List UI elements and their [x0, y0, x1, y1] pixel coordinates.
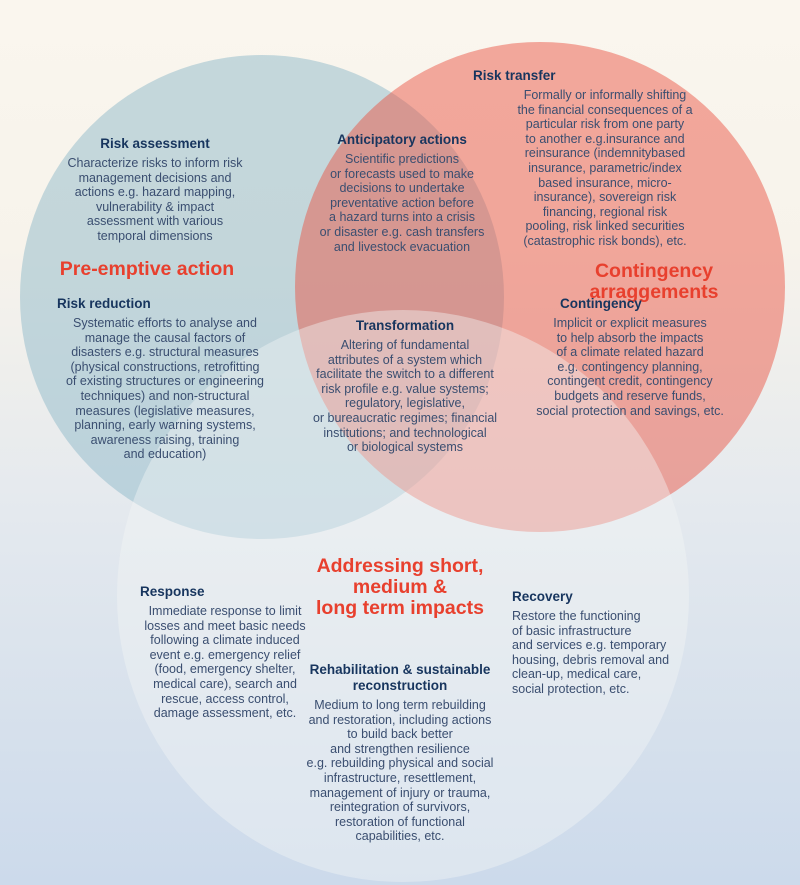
risk-reduction-heading: Risk reduction: [57, 296, 151, 311]
risk-transfer-body: Formally or informally shifting the fina…: [517, 88, 693, 248]
rehabilitation-body: Medium to long term rebuilding and resto…: [306, 698, 494, 844]
risk-reduction-body: Systematic efforts to analyse and manage…: [65, 316, 265, 462]
response-body: Immediate response to limit losses and m…: [144, 604, 306, 721]
contingency-body: Implicit or explicit measures to help ab…: [536, 316, 724, 418]
anticipatory-actions-body: Scientific predictions or forecasts used…: [319, 152, 485, 254]
anticipatory-actions-heading: Anticipatory actions: [337, 132, 467, 147]
contingency-arrangements-title: Contingency arraggements: [589, 260, 719, 303]
risk-transfer-section: Risk transfer Formally or informally shi…: [455, 68, 755, 249]
transformation-heading: Transformation: [355, 318, 455, 333]
contingency-arrangements-circle: [295, 42, 785, 532]
pre-emptive-action-title: Pre-emptive action: [59, 258, 235, 280]
response-heading: Response: [140, 584, 205, 599]
impacts-circle: [117, 310, 689, 882]
recovery-section: Recovery Restore the functioning of basi…: [512, 589, 692, 697]
risk-assessment-heading: Risk assessment: [100, 136, 210, 151]
risk-transfer-heading: Risk transfer: [473, 68, 556, 83]
rehabilitation-section: Rehabilitation & sustainable reconstruct…: [280, 662, 520, 844]
risk-reduction-section: Risk reduction Systematic efforts to ana…: [15, 296, 315, 462]
risk-assessment-section: Risk assessment Characterize risks to in…: [0, 136, 310, 244]
recovery-heading: Recovery: [512, 589, 573, 604]
impacts-title: Addressing short, medium & long term imp…: [316, 555, 484, 619]
transformation-section: Transformation Altering of fundamental a…: [290, 318, 520, 455]
risk-assessment-body: Characterize risks to inform risk manage…: [67, 156, 243, 243]
transformation-body: Altering of fundamental attributes of a …: [312, 338, 498, 455]
pre-emptive-action-circle: [20, 55, 504, 539]
contingency-section: Contingency Implicit or explicit measure…: [505, 296, 755, 418]
anticipatory-actions-section: Anticipatory actions Scientific predicti…: [290, 132, 514, 254]
response-section: Response Immediate response to limit los…: [80, 584, 370, 721]
recovery-body: Restore the functioning of basic infrast…: [512, 609, 670, 696]
contingency-heading: Contingency: [560, 296, 642, 311]
rehabilitation-heading: Rehabilitation & sustainable reconstruct…: [309, 662, 491, 693]
